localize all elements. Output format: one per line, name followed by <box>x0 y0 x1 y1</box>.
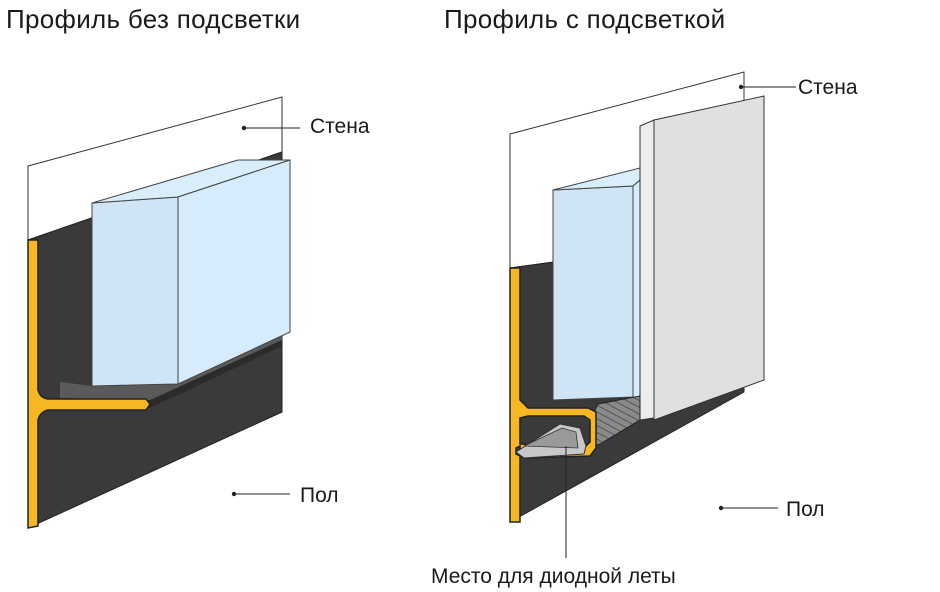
title-profile-without-lighting: Профиль без подсветки <box>6 4 301 34</box>
label-floor-right: Пол <box>786 498 825 521</box>
glass-side-right <box>552 185 634 401</box>
label-wall-right: Стена <box>798 76 858 99</box>
panel-edge-right <box>639 119 655 421</box>
panel-right <box>653 95 765 421</box>
profile-left <box>27 239 151 529</box>
label-wall-left: Стена <box>310 115 370 138</box>
label-floor-left: Пол <box>300 484 339 507</box>
glass-side-left <box>91 196 179 387</box>
right-figure <box>509 71 796 558</box>
label-led-slot: Место для диодной леты <box>431 565 676 588</box>
left-figure <box>27 96 300 529</box>
glass-front-left <box>177 159 291 385</box>
title-profile-with-lighting: Профиль с подсветкой <box>444 4 726 34</box>
